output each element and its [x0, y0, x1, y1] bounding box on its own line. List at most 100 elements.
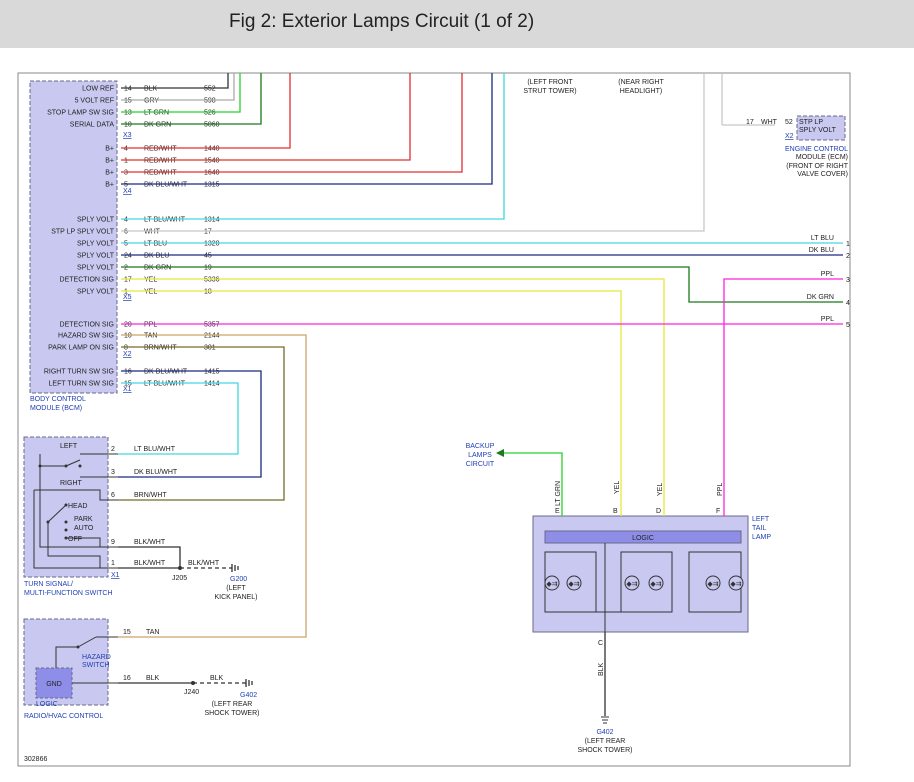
bcm-wire-circuit: 1414 [204, 381, 220, 388]
radio-ground: G402 [240, 692, 257, 699]
ecm-name-1: ENGINE CONTROL [785, 146, 848, 153]
svg-text:1: 1 [111, 560, 115, 567]
backup-3: CIRCUIT [466, 461, 495, 468]
bcm-wire-color: GRY [144, 98, 159, 105]
ecm-pin: 52 [785, 119, 793, 126]
ts-park: PARK [74, 516, 93, 523]
connector-x4: X4 [123, 188, 132, 195]
bcm-pin-label: B+ [105, 182, 114, 189]
bcm-wire-circuit: 5060 [204, 122, 220, 129]
out-3-num: 3 [846, 277, 850, 284]
bcm-pin-label: LOW REF [82, 86, 114, 93]
bcm-wire-color: BLK [144, 86, 158, 93]
bcm-pin-number: 5 [124, 241, 128, 248]
bcm-pin-number: 17 [124, 277, 132, 284]
bcm-wire-circuit: 598 [204, 98, 216, 105]
ts-auto: AUTO [74, 525, 94, 532]
hazard-contact [76, 645, 80, 649]
turn-signal-switch [23, 436, 109, 578]
svg-text:C: C [598, 640, 603, 647]
svg-text:YEL: YEL [657, 483, 664, 496]
diagram-frame [17, 72, 851, 767]
bcm-pin-number: 10 [124, 122, 132, 129]
radio-logic-block [35, 667, 73, 699]
ecm-label-2: SPLY VOLT [799, 127, 837, 134]
bcm-pin-label: SPLY VOLT [77, 265, 115, 272]
svg-text:B: B [613, 508, 618, 515]
ts-head: HEAD [68, 503, 87, 510]
bcm-wire-circuit: 5336 [204, 277, 220, 284]
tail-name-3: LAMP [752, 534, 771, 541]
bcm-pin-label: 5 VOLT REF [75, 98, 114, 105]
radio-splice: J240 [184, 689, 199, 696]
bcm-wire-color: LT BLU/WHT [144, 217, 186, 224]
bcm-wire-color: WHT [144, 229, 161, 236]
bcm-pin-number: 5 [124, 182, 128, 189]
bcm-wire-circuit: 19 [204, 265, 212, 272]
bcm-wire-circuit: 526 [204, 110, 216, 117]
bcm-pin-label: DETECTION SIG [60, 322, 114, 329]
bcm-wire-circuit: 45 [204, 253, 212, 260]
tail-input-wires [500, 452, 725, 716]
bcm-pin-label: PARK LAMP ON SIG [48, 345, 114, 352]
connector-x5: X5 [123, 294, 132, 301]
bcm-pin-label: SPLY VOLT [77, 241, 115, 248]
svg-text:DK BLU/WHT: DK BLU/WHT [134, 469, 178, 476]
ecm-name-3: (FRONT OF RIGHT [786, 163, 848, 170]
backup-arrow [496, 449, 504, 457]
out-4-num: 4 [846, 300, 850, 307]
bcm-pin-label: STOP LAMP SW SIG [47, 110, 114, 117]
led-icons: ◆⇉ ◆⇉ ◆⇉ ◆⇉ ◆⇉ ◆⇉ [544, 575, 744, 591]
figure-header: Fig 2: Exterior Lamps Circuit (1 of 2) [0, 0, 914, 48]
bcm-pin-number: 16 [124, 369, 132, 376]
ecm-module [796, 115, 846, 141]
bcm-pin-label: STP LP SPLY VOLT [51, 229, 114, 236]
bcm-wire-color: DK GRN [144, 122, 171, 129]
ts-ground-wires [118, 546, 239, 572]
tail-name-2: TAIL [752, 525, 766, 532]
bcm-wire-circuit: 552 [204, 86, 216, 93]
bcm-pin-label: SPLY VOLT [77, 253, 115, 260]
svg-text:YEL: YEL [614, 481, 621, 494]
out-3-color: PPL [821, 271, 834, 278]
svg-text:◆⇉: ◆⇉ [707, 581, 718, 588]
bcm-wire-circuit: 1440 [204, 146, 220, 153]
radio-hazard-1: HAZARD [82, 654, 111, 661]
bcm-wire-color: PPL [144, 322, 157, 329]
bcm-wire-color: YEL [144, 289, 157, 296]
connector-x2: X2 [123, 351, 132, 358]
ts-ground: G200 [230, 576, 247, 583]
splice-j205 [178, 566, 182, 570]
bcm-wire-color: DK BLU/WHT [144, 369, 188, 376]
connector-x1: X1 [123, 386, 132, 393]
ecm-connector: X2 [785, 133, 794, 140]
bcm-wire-circuit: 1640 [204, 170, 220, 177]
svg-text:E: E [555, 508, 560, 515]
svg-text:D: D [656, 508, 661, 515]
bcm-wire-circuit: 2144 [204, 333, 220, 340]
backup-1: BACKUP [466, 443, 495, 450]
bcm-name-1: BODY CONTROL [30, 396, 86, 403]
bcm-wire-color: RED/WHT [144, 146, 177, 153]
bcm-wire-circuit: 1540 [204, 158, 220, 165]
out-1-color: LT BLU [811, 235, 834, 242]
bcm-pin-label: RIGHT TURN SW SIG [44, 369, 114, 376]
note-near-right-2: HEADLIGHT) [620, 88, 662, 95]
radio-pin-16-color: BLK [146, 675, 160, 682]
bcm-pin-number: 24 [124, 253, 132, 260]
note-left-front-1: (LEFT FRONT [527, 79, 573, 86]
ecm-name-2: MODULE (ECM) [796, 154, 848, 161]
tail-pin-labels: LT GRN E YEL B YEL D PPL F C BLK [555, 481, 724, 676]
bcm-pin-number: 8 [124, 345, 128, 352]
svg-text:LT GRN: LT GRN [555, 481, 562, 506]
bcm-wire-circuit: 1320 [204, 241, 220, 248]
svg-text:BLK/WHT: BLK/WHT [134, 560, 166, 567]
radio-logic: LOGIC [36, 701, 58, 708]
bcm-pin-number: 6 [124, 229, 128, 236]
svg-text:2: 2 [111, 446, 115, 453]
svg-text:◆⇉: ◆⇉ [568, 581, 579, 588]
tail-ground-1: (LEFT REAR [585, 738, 626, 745]
ts-right: RIGHT [60, 480, 83, 487]
ts-left: LEFT [60, 443, 78, 450]
radio-name: RADIO/HVAC CONTROL [24, 713, 103, 720]
